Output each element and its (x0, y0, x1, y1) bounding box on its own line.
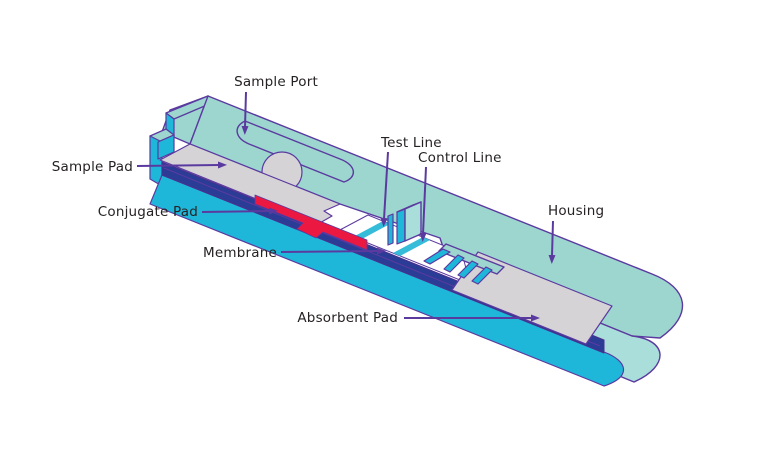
absorbent-pad (451, 251, 613, 345)
housing-arrow (548, 220, 556, 264)
sample-pad-arrow (136, 161, 227, 169)
label-sample-pad: Sample Pad (52, 159, 133, 175)
sample-pad (159, 143, 341, 225)
membrane-arrow (280, 247, 386, 255)
housing-bottom-shell (149, 174, 625, 387)
label-membrane: Membrane (203, 245, 277, 261)
housing-clip-posts (387, 201, 422, 246)
label-test-line: Test Line (380, 135, 442, 151)
sample-port-arrow (241, 91, 249, 135)
label-absorbent-pad: Absorbent Pad (297, 310, 398, 326)
conjugate-pad-arrow (201, 207, 278, 215)
label-housing: Housing (548, 203, 604, 219)
housing-comb-ribs (423, 243, 505, 285)
labels: Sample Port Sample Pad Conjugate Pad Tes… (52, 74, 604, 326)
leader-lines (136, 91, 556, 322)
sample-port-well (236, 120, 354, 183)
label-sample-port: Sample Port (234, 74, 318, 90)
test-line-arrow (380, 151, 389, 227)
label-conjugate-pad: Conjugate Pad (98, 204, 198, 220)
housing-left-end-cap (149, 95, 215, 187)
label-control-line: Control Line (418, 150, 502, 166)
control-line-arrow (419, 166, 427, 242)
